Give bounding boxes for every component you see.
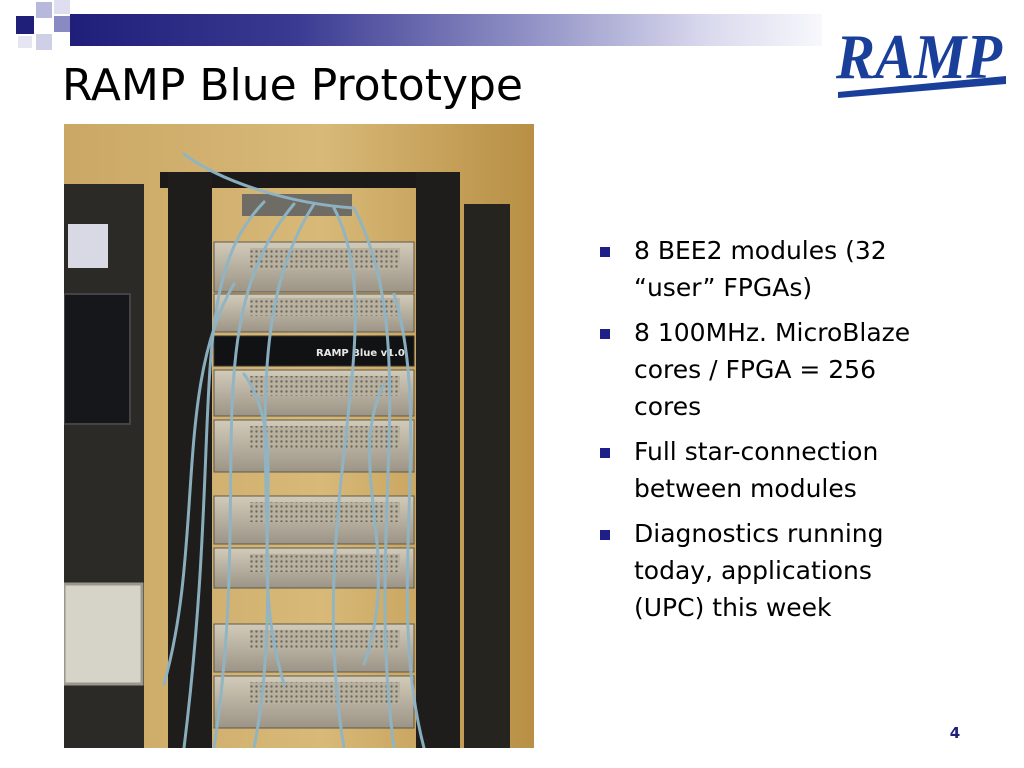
module-vent [250, 376, 400, 396]
bullet-text: 8 100MHz. MicroBlaze cores / FPGA = 256 … [634, 318, 911, 421]
module-vent [250, 426, 400, 448]
module-vent [250, 248, 400, 270]
cable [362, 382, 386, 666]
bullet-item: 8 100MHz. MicroBlaze cores / FPGA = 256 … [596, 314, 946, 425]
cable [162, 282, 236, 686]
rack-side-panel [464, 204, 510, 748]
decor-square [54, 16, 70, 32]
cable [331, 206, 357, 748]
cable [182, 152, 356, 210]
decor-square [18, 36, 32, 48]
module-vent [250, 298, 400, 316]
decor-square [16, 16, 34, 34]
decor-square [36, 2, 52, 18]
bullet-text: Full star-connection between modules [634, 437, 879, 503]
monitor-black [64, 293, 131, 425]
decor-square [36, 34, 52, 50]
bullet-list: 8 BEE2 modules (32 “user” FPGAs) 8 100MH… [596, 232, 946, 634]
module-vent [250, 502, 400, 522]
rack-top-bar [160, 172, 460, 188]
network-switch [242, 194, 352, 216]
page-number: 4 [949, 724, 961, 742]
logo-swoosh [838, 76, 1006, 98]
rack-label: RAMP Blue v1.0 [316, 348, 405, 359]
cable [252, 202, 316, 748]
bullet-item: 8 BEE2 modules (32 “user” FPGAs) [596, 232, 946, 306]
module-vent [250, 554, 400, 572]
module-vent [250, 682, 400, 704]
square-bullet-icon [600, 329, 610, 339]
square-bullet-icon [600, 448, 610, 458]
slide-title: RAMP Blue Prototype [62, 60, 523, 111]
bullet-item: Full star-connection between modules [596, 433, 946, 507]
square-bullet-icon [600, 530, 610, 540]
poster [68, 224, 108, 268]
monitor-white [64, 582, 144, 686]
rack-photo: RAMP Blue v1.0 [64, 124, 534, 748]
rack-label-panel [213, 335, 415, 367]
cable [352, 206, 396, 748]
cable [212, 202, 296, 748]
module-vent [250, 630, 400, 650]
rack-post-right [416, 172, 460, 748]
square-bullet-icon [600, 247, 610, 257]
decor-square [54, 0, 70, 14]
cable [242, 372, 286, 686]
bullet-text: Diagnostics running today, applications … [634, 519, 884, 622]
header-gradient-band [70, 14, 822, 46]
ramp-logo: RAMP [832, 21, 1012, 102]
bee2-modules: RAMP Blue v1.0 [213, 241, 415, 729]
bullet-item: Diagnostics running today, applications … [596, 515, 946, 626]
cable [182, 200, 266, 748]
network-cables [162, 152, 426, 748]
cable [392, 292, 426, 748]
bullet-text: 8 BEE2 modules (32 “user” FPGAs) [634, 236, 887, 302]
